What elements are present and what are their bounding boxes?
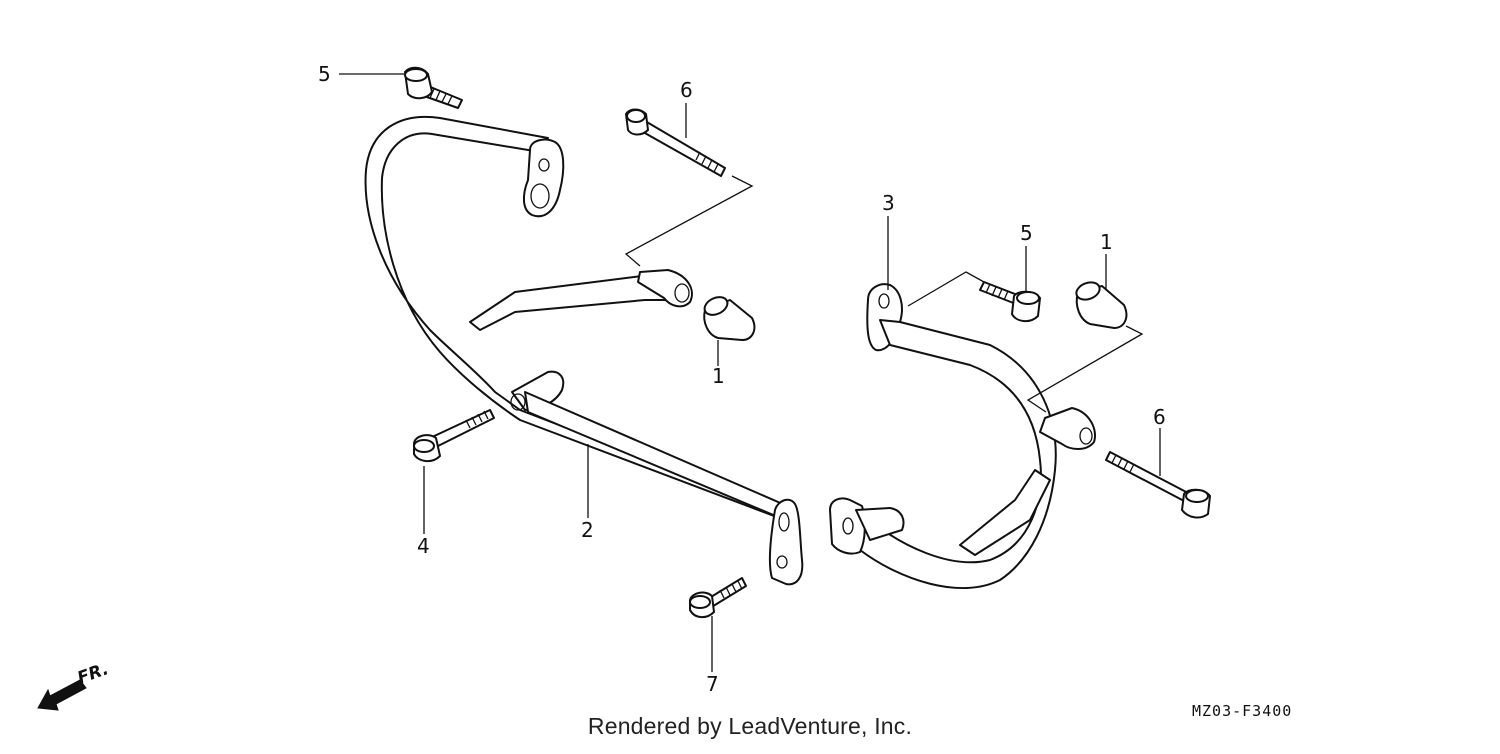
callout-5-right: 5 xyxy=(1020,221,1033,245)
bolt-6-upper[interactable] xyxy=(625,108,726,177)
front-direction-label: FR. xyxy=(75,659,111,689)
bolt-5-right[interactable] xyxy=(979,281,1041,322)
engine-guard-left[interactable] xyxy=(364,115,804,586)
callout-4: 4 xyxy=(417,534,430,558)
bolt-6-right[interactable] xyxy=(1105,451,1211,519)
callout-1-left: 1 xyxy=(712,364,725,388)
callout-3: 3 xyxy=(882,191,895,215)
bolt-7[interactable] xyxy=(689,577,747,618)
callout-2: 2 xyxy=(581,518,594,542)
front-direction-arrow-icon xyxy=(37,679,87,711)
leader-lines xyxy=(339,73,1161,672)
figure-code: MZ03-F3400 xyxy=(1192,702,1292,720)
engine-guard-right[interactable] xyxy=(829,283,1096,589)
callout-6-top: 6 xyxy=(680,78,693,102)
collar-right[interactable] xyxy=(1074,279,1128,329)
callout-5-left: 5 xyxy=(318,62,331,86)
render-credit: Rendered by LeadVenture, Inc. xyxy=(587,713,913,739)
bolt-4[interactable] xyxy=(413,409,495,462)
collar-left[interactable] xyxy=(702,294,756,341)
callout-6-right: 6 xyxy=(1153,405,1166,429)
callout-7: 7 xyxy=(706,672,719,696)
callout-1-right: 1 xyxy=(1100,230,1113,254)
bolt-5-upper-left[interactable] xyxy=(404,66,463,109)
